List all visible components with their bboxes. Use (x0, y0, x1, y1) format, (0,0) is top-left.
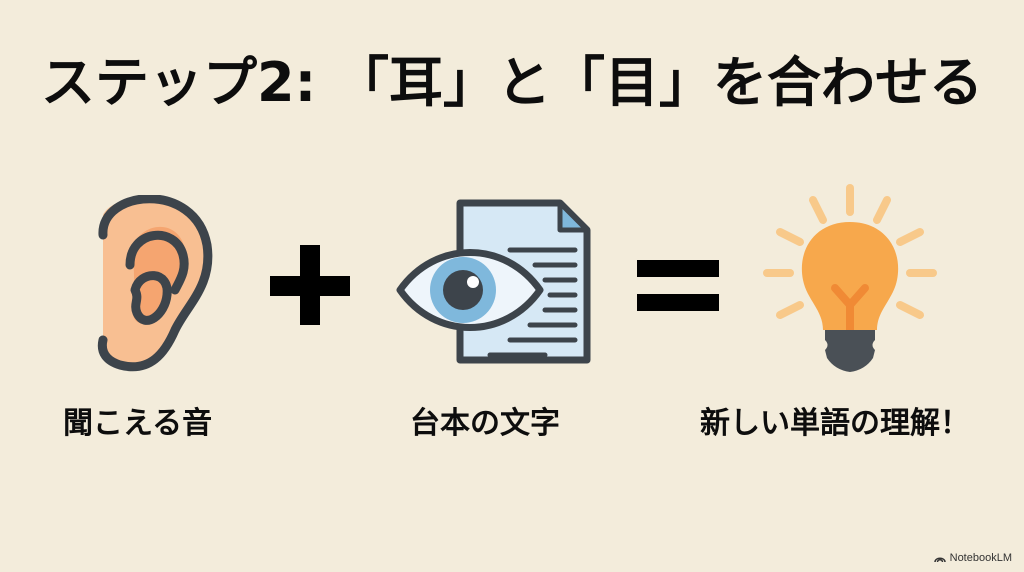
watermark-text: NotebookLM (949, 552, 1012, 564)
notebooklm-logo-icon (933, 557, 946, 562)
script-label: 台本の文字 (410, 406, 560, 441)
lightbulb-icon (763, 184, 937, 372)
eye-document-icon (396, 199, 591, 364)
result-label: 新しい単語の理解！ (700, 406, 970, 441)
notebooklm-watermark: NotebookLM (933, 552, 1012, 564)
ear-label: 聞こえる音 (63, 406, 213, 441)
page-title: ステップ2: 「耳」と「目」を合わせる (41, 51, 983, 114)
ear-icon (97, 195, 213, 372)
